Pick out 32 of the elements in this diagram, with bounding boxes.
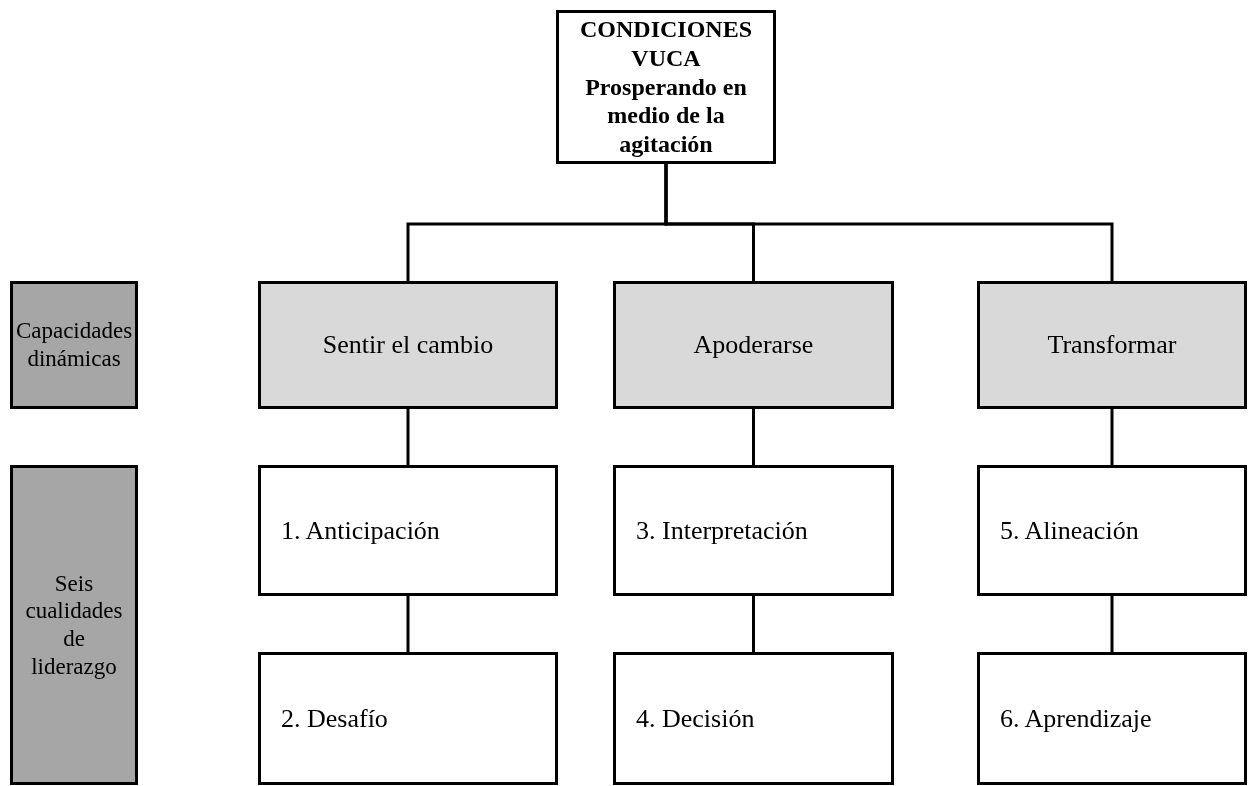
box-text: 2. Desafío <box>281 702 388 735</box>
text-box <box>977 652 1247 785</box>
category-box <box>10 281 138 409</box>
box-text: Capacidades dinámicas <box>15 317 133 373</box>
text-box <box>613 465 894 596</box>
box-text: 6. Aprendizaje <box>1000 702 1152 735</box>
text-box <box>613 652 894 785</box>
box-text: Prosperando en medio de la agitación <box>584 72 748 159</box>
text-box <box>977 281 1247 409</box>
box-text: CONDICIONES VUCA <box>579 15 753 73</box>
category-box <box>10 465 138 785</box>
box-text: 5. Alineación <box>1000 514 1139 547</box>
box-text: 4. Decisión <box>636 702 755 735</box>
text-box <box>258 652 558 785</box>
text-box <box>977 465 1247 596</box>
connector-line <box>406 409 410 465</box>
connector-line <box>406 596 410 652</box>
connector-line <box>752 596 755 652</box>
box-text: Transformar <box>1047 329 1177 361</box>
connector-line <box>752 409 755 465</box>
text-box <box>258 281 558 409</box>
text-box <box>258 465 558 596</box>
box-text: Apoderarse <box>693 329 814 361</box>
title-box <box>556 10 776 164</box>
connector-line <box>1110 596 1114 652</box>
box-text: 1. Anticipación <box>281 514 440 547</box>
box-text: 3. Interpretación <box>636 514 808 547</box>
connector-line <box>664 164 1114 281</box>
box-text: Seis cualidades de liderazgo <box>24 569 124 681</box>
box-text: Sentir el cambio <box>322 329 494 361</box>
text-box <box>613 281 894 409</box>
connector-line <box>1110 409 1114 465</box>
